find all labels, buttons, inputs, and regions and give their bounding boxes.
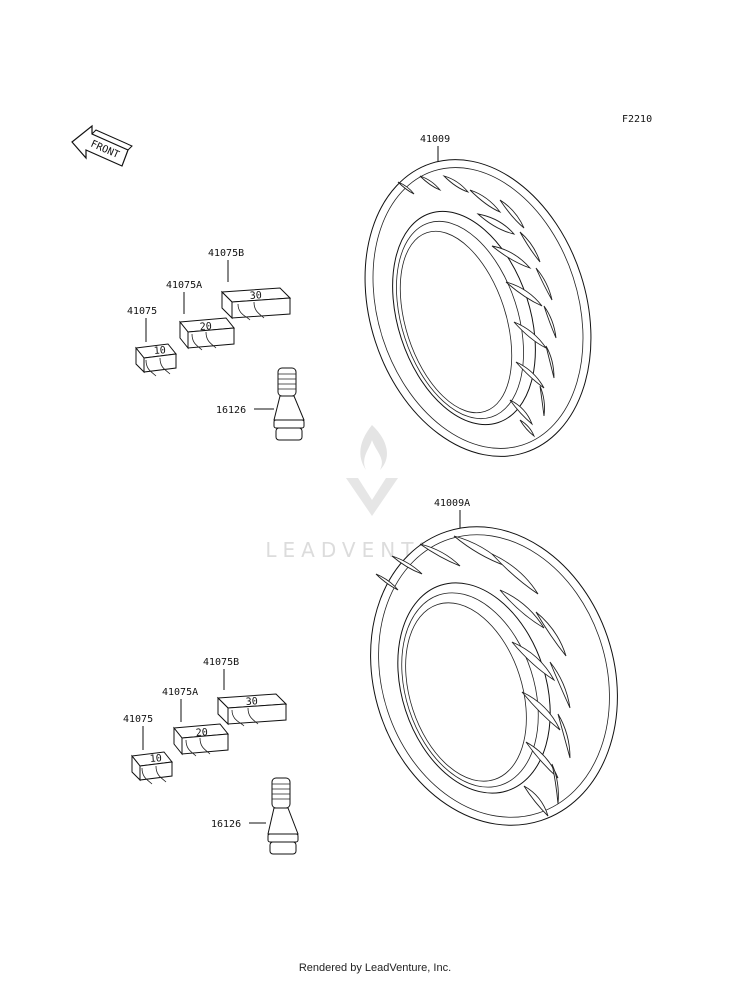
front-arrow: FRONT [71,124,133,167]
bottom-weight-b-mark: 30 [245,696,258,708]
top-tire-tread [397,175,557,438]
top-weight-b-mark: 30 [249,290,262,302]
bottom-tire[interactable] [333,494,655,857]
top-valve-label[interactable]: 16126 [216,405,246,416]
top-weight-b[interactable]: 30 [220,287,292,321]
bottom-group: 41009A [123,494,655,857]
watermark-flame-icon [360,425,387,470]
watermark-v-icon [346,478,398,516]
bottom-weight-b[interactable]: 30 [216,693,288,727]
top-weight-label[interactable]: 41075 [127,306,157,317]
bottom-weight-mark: 10 [149,753,162,765]
top-weight-b-label[interactable]: 41075B [208,248,244,259]
footer-credit: Rendered by LeadVenture, Inc. [298,962,452,974]
bottom-weight-a-label[interactable]: 41075A [162,687,198,698]
top-weight-a[interactable]: 20 [179,317,235,351]
top-group: 41009 [127,130,627,486]
bottom-weight[interactable]: 10 [131,751,173,785]
top-weight-mark: 10 [153,345,166,357]
top-weight[interactable]: 10 [135,343,177,377]
bottom-valve-label[interactable]: 16126 [211,819,241,830]
bottom-weight-a[interactable]: 20 [173,723,229,757]
diagram-code: F2210 [622,114,652,125]
top-weight-a-mark: 20 [199,321,212,333]
front-arrow-icon [71,124,129,167]
top-tire-label[interactable]: 41009 [420,134,450,145]
bottom-weight-a-mark: 20 [195,727,208,739]
bottom-tire-label[interactable]: 41009A [434,498,470,509]
bottom-weight-label[interactable]: 41075 [123,714,153,725]
bottom-valve[interactable] [267,777,299,855]
bottom-tire-tread [375,535,571,817]
top-valve[interactable] [273,367,305,441]
bottom-weight-b-label[interactable]: 41075B [203,657,239,668]
top-weight-a-label[interactable]: 41075A [166,280,202,291]
top-tire[interactable] [328,130,627,486]
